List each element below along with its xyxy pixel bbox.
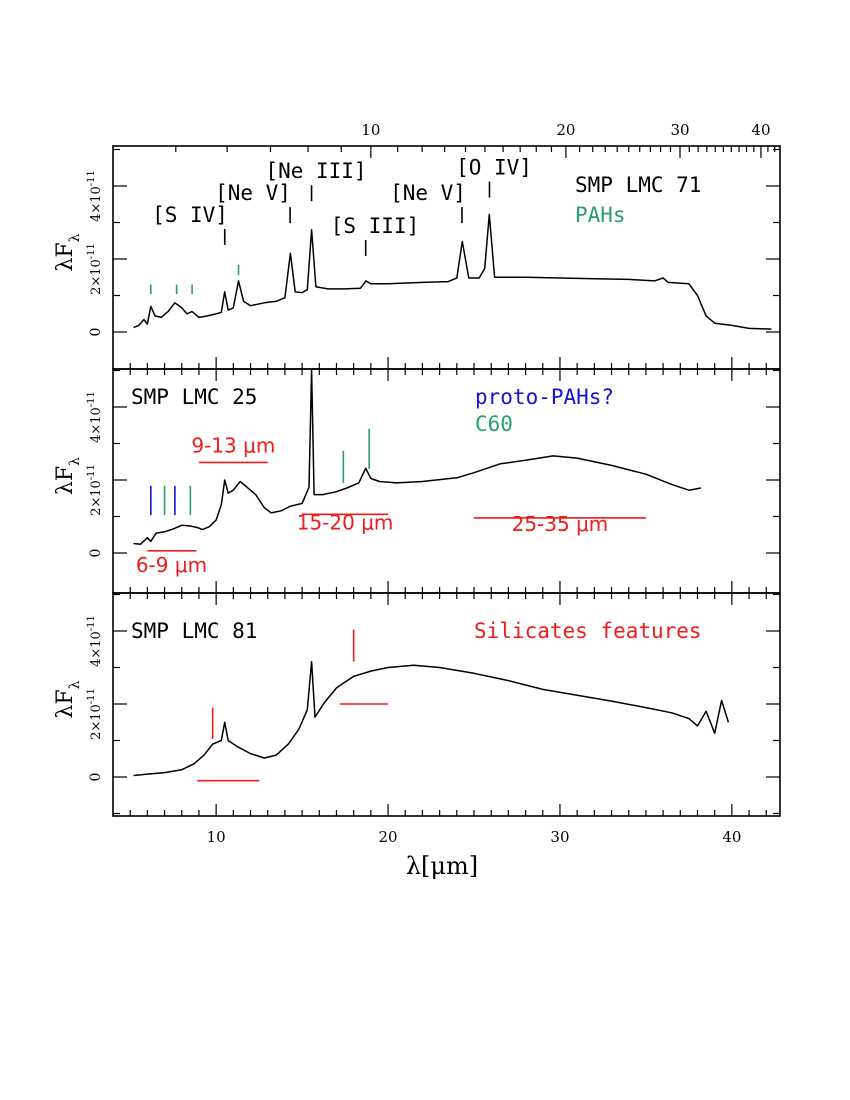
y-axis-label-sub: λ [67,457,83,466]
x-tick-label-bottom: 10 [207,828,226,846]
x-tick-label-bottom: 40 [722,828,741,846]
y-axis-label-sub: λ [67,680,83,689]
legend-entry: PAHs [575,203,626,227]
y-axis-label-main: λF [53,242,78,271]
y-tick-mantissa: 4×10 [89,186,104,222]
object-label: SMP LMC 71 [575,173,701,197]
object-label: SMP LMC 81 [131,619,257,643]
line-id-label: [Ne V] [215,181,291,205]
x-tick-label-bottom: 30 [550,828,569,846]
y-tick-exponent: -11 [86,243,97,259]
line-id-label: [Ne III] [265,159,366,183]
y-tick-label-four: 4×10-11 [86,391,104,443]
x-tick-label-top: 40 [751,121,770,139]
legend-entry: C60 [475,412,513,436]
band-label: 9-13 μm [191,433,275,457]
y-tick-exponent: -11 [86,464,97,480]
x-ticks-bottom-0 [129,357,767,369]
x-tick-label-top: 20 [556,121,575,139]
x-ticks-top-1 [129,369,767,381]
x-ticks-bottom-2 [129,804,767,816]
x-tick-label-top: 30 [670,121,689,139]
y-tick-exponent: -11 [86,170,97,186]
spectrum-line-lmc71 [133,213,772,330]
y-tick-exponent: -11 [86,391,97,407]
panel-frame-lmc81 [112,592,781,817]
y-tick-label-zero: 0 [88,328,104,337]
band-label: 25-35 μm [512,512,609,536]
line-id-label: [O IV] [456,156,532,180]
band-label: 15-20 μm [297,511,394,535]
panel-lmc25: SMP LMC 25 proto-PAHs? C60 9-13 μm 6-9 μm 15-… [131,369,702,577]
y-tick-label-two: 2×10-11 [86,243,104,295]
x-tick-label-top: 10 [361,121,380,139]
y-axis-label-lmc81: λFλ [53,680,83,718]
y-tick-label-two: 2×10-11 [86,688,104,740]
line-id-label: [S III] [331,214,420,238]
y-ticks-lmc81 [113,593,780,815]
y-axis-label-lmc71: λFλ [53,233,83,271]
legend-entry: proto-PAHs? [475,385,614,409]
x-ticks-top-2 [129,593,767,605]
y-tick-mantissa: 2×10 [89,704,104,740]
y-tick-label-zero: 0 [88,773,104,782]
y-axis-label-main: λF [53,689,78,718]
spectrum-line-lmc81 [133,660,730,777]
y-axis-label-sub: λ [67,233,83,242]
object-label: SMP LMC 25 [131,385,257,409]
y-tick-mantissa: 4×10 [89,407,104,443]
line-id-label: [Ne V] [390,181,466,205]
band-label: 6-9 μm [136,553,207,577]
y-axis-label-main: λF [53,466,78,495]
x-axis-label: λ[μm] [406,852,478,880]
y-tick-label-two: 2×10-11 [86,464,104,516]
y-tick-mantissa: 2×10 [89,259,104,295]
y-tick-label-four: 4×10-11 [86,615,104,667]
y-axis-label-lmc25: λFλ [53,457,83,495]
y-tick-label-four: 4×10-11 [86,170,104,222]
panel-lmc81: SMP LMC 81 Silicates features [131,619,730,782]
x-tick-label-bottom: 20 [379,828,398,846]
y-ticks-lmc71 [113,148,780,333]
y-tick-mantissa: 4×10 [89,631,104,667]
spectrum-line-lmc25 [133,369,702,545]
y-ticks-lmc25 [113,369,780,554]
y-tick-label-zero: 0 [88,549,104,558]
y-tick-mantissa: 2×10 [89,480,104,516]
ticks-layer [113,146,780,816]
x-ticks-top-0 [175,146,776,158]
line-id-label: [S IV] [152,203,228,227]
x-ticks-bottom-1 [129,581,767,593]
y-tick-exponent: -11 [86,615,97,631]
legend-entry: Silicates features [474,619,702,643]
frames-layer [112,145,781,817]
y-tick-exponent: -11 [86,688,97,704]
